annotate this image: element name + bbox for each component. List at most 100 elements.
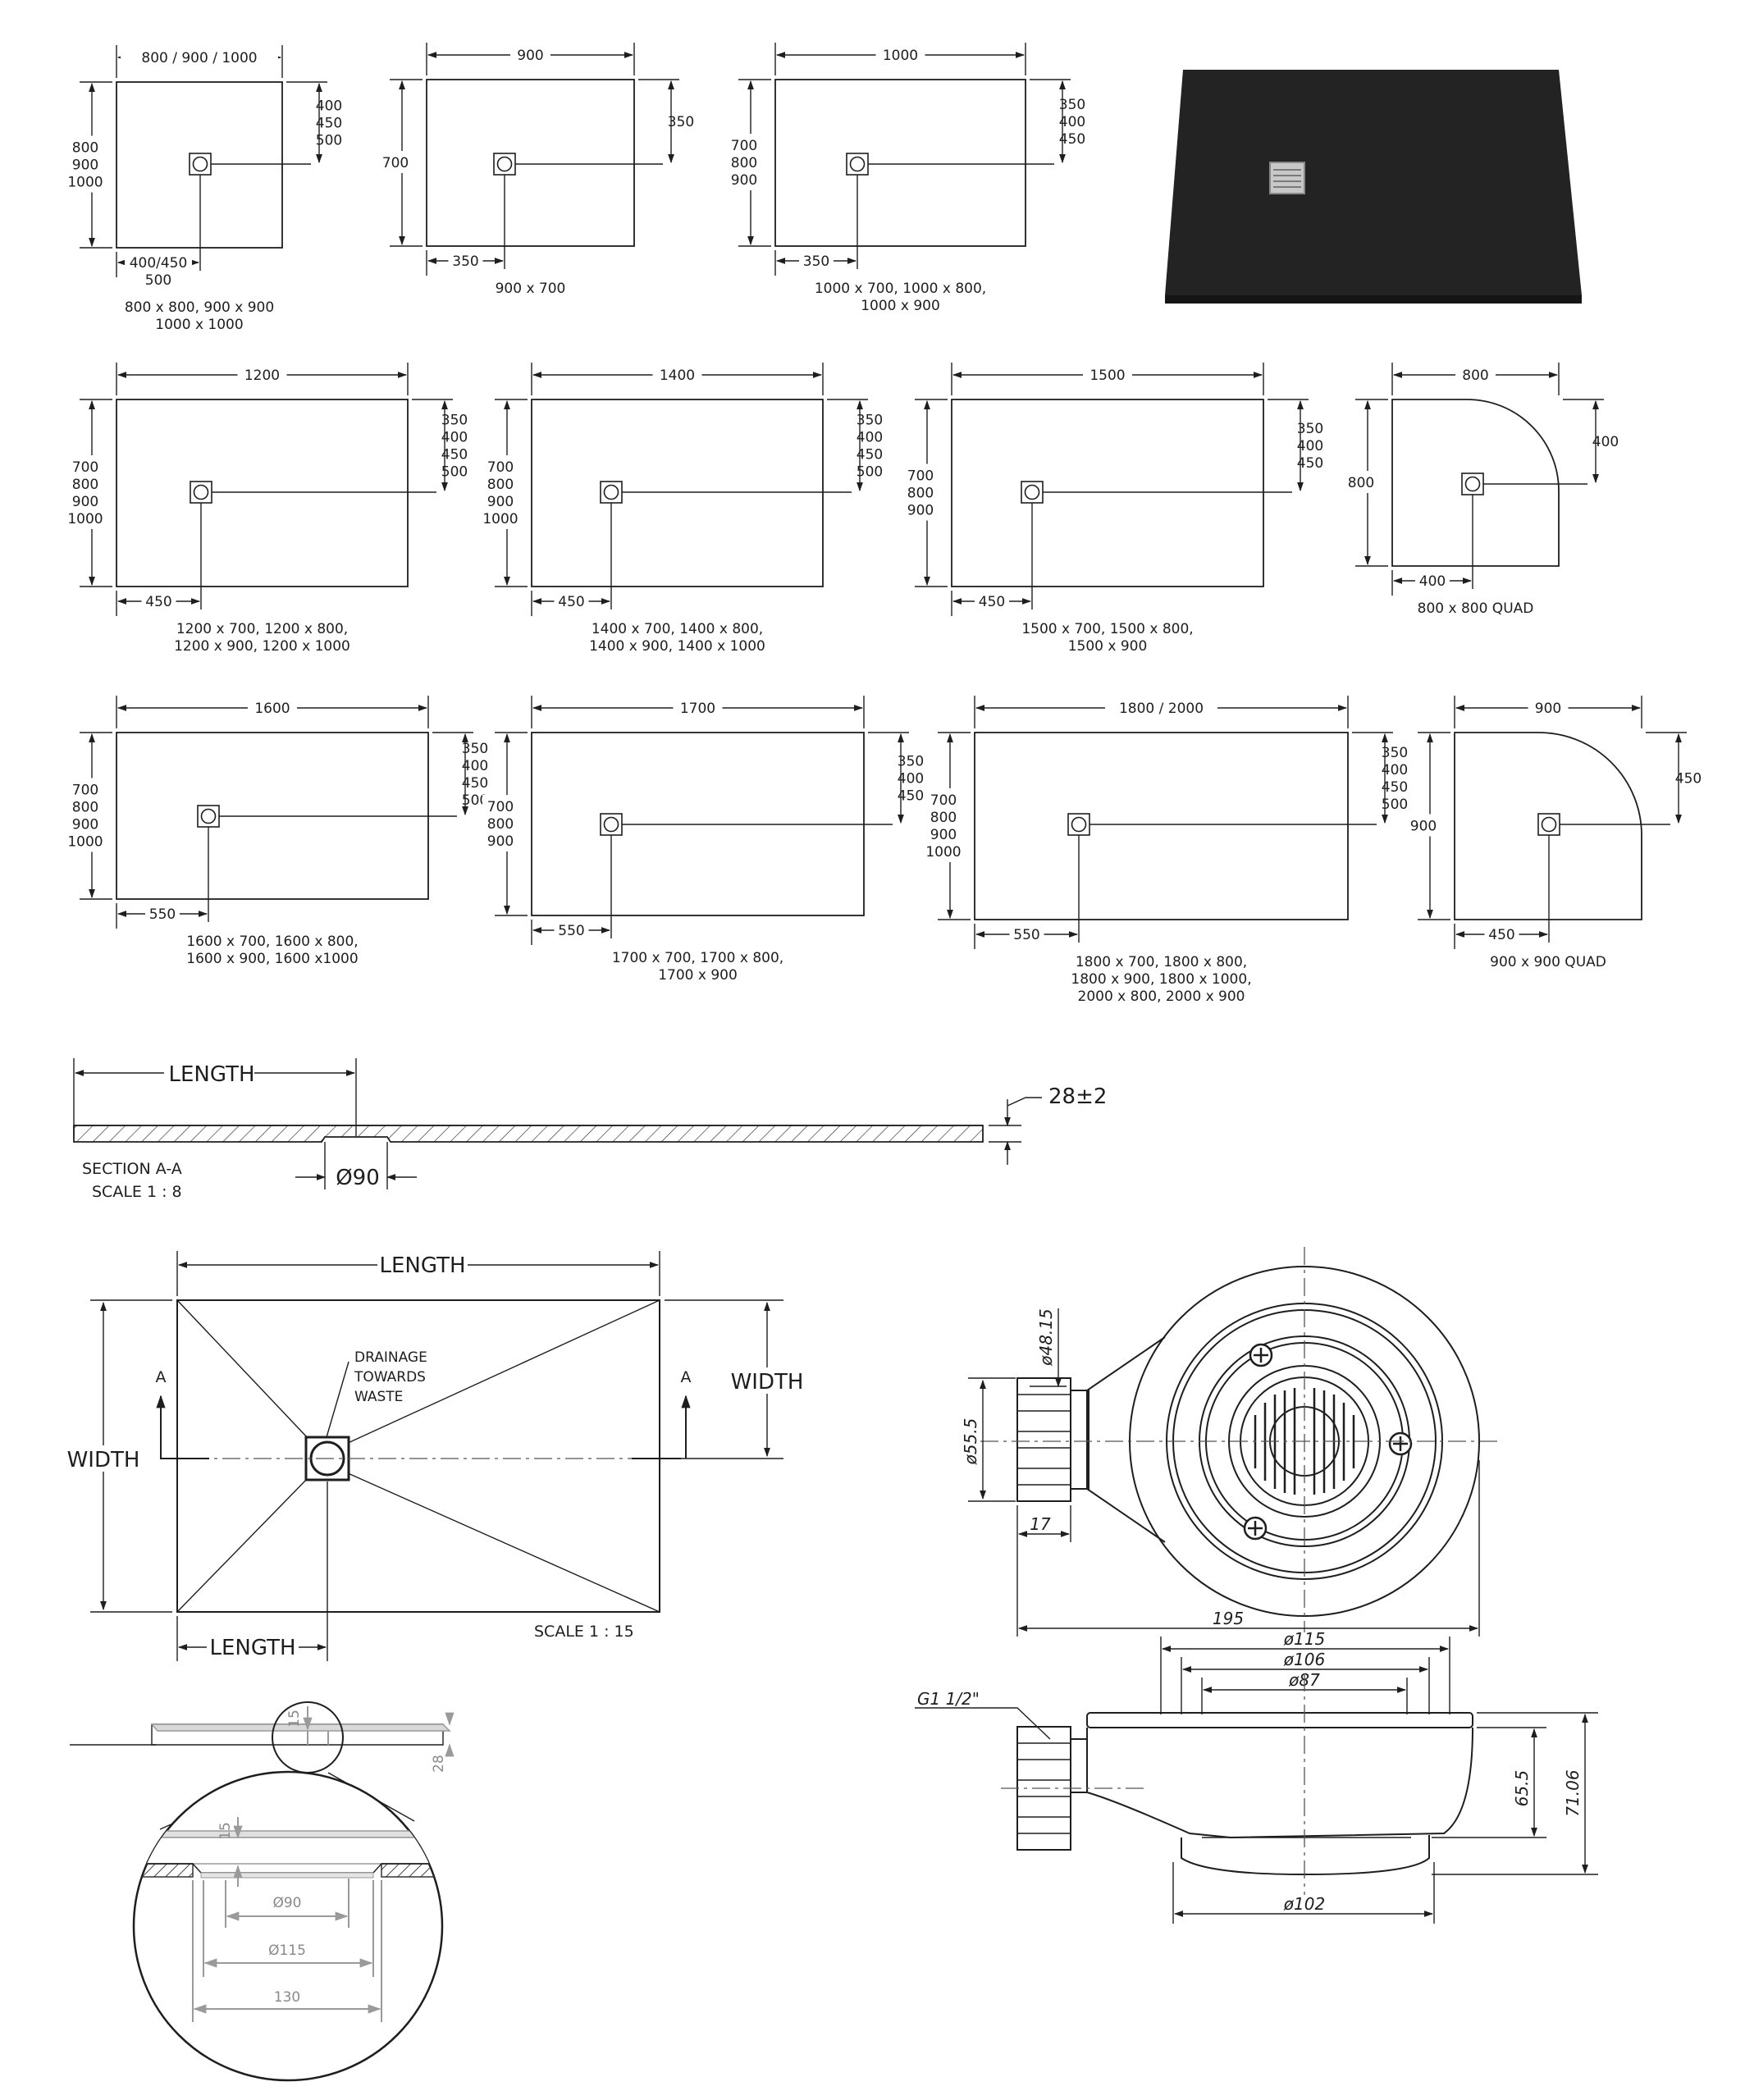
left-dimension: 800 (930, 810, 957, 826)
top-dimension: 1000 (883, 48, 918, 64)
plan-caption: 1400 x 900, 1400 x 1000 (589, 638, 765, 655)
height-65-label: 65.5 (1512, 1770, 1532, 1807)
tray-outline (116, 399, 409, 587)
left-dimension: 900 (1410, 819, 1437, 835)
right-dimension: 450 (857, 447, 883, 463)
left-dimension: 900 (907, 503, 934, 519)
left-dimension: 800 (72, 477, 98, 493)
height-71-label: 71.06 (1563, 1769, 1583, 1816)
outlet-diameter-label: ø48.15 (1036, 1308, 1056, 1367)
right-dimension: 450 (898, 788, 924, 805)
right-dimension: 400 (1592, 434, 1619, 450)
left-dimension: 1000 (925, 844, 961, 861)
section-scale: SCALE 1 : 8 (92, 1183, 182, 1201)
bottom-dimension: 550 (149, 906, 176, 923)
left-dimension: 1000 (67, 511, 103, 527)
right-dimension: 500 (857, 464, 883, 481)
tray-outline (974, 732, 1349, 920)
tray-outline (531, 399, 824, 587)
callout-depth-label: 15 (286, 1710, 303, 1728)
detail-d90-label: Ø90 (272, 1895, 301, 1911)
detail-depth-label: 15 (217, 1822, 234, 1840)
right-dimension: 400 (462, 758, 488, 774)
bottom-length-label: LENGTH (209, 1636, 295, 1660)
tray-outline (176, 1299, 660, 1613)
top-view: A A LENGTH WIDTH WIDTH LENGTH DRAINAGE T… (66, 1251, 807, 1661)
right-dimension: 400 (1382, 762, 1408, 778)
right-dimension: 450 (462, 775, 488, 792)
drain-detail: 15 28 15 Ø90 Ø115 130 (70, 1701, 455, 2082)
right-dimension: 400 (1297, 438, 1323, 454)
right-dimension: 350 (1297, 421, 1323, 437)
product-photo (1165, 70, 1582, 304)
waste-grate-photo (1269, 162, 1305, 194)
top-length-label: LENGTH (379, 1253, 465, 1278)
top-dimension: 900 (1535, 701, 1561, 717)
d115-label: ø115 (1283, 1629, 1325, 1649)
tray-outline (774, 79, 1026, 247)
plan-r1800: 1800 / 200070080090010003504004505005501… (925, 696, 1408, 1005)
drain-circle (496, 156, 513, 172)
right-dimension: 450 (1059, 131, 1085, 148)
drain-circle (603, 484, 619, 500)
left-dimension: 700 (72, 783, 98, 799)
section-marker-left: A (156, 1368, 167, 1386)
bottom-dimension: 400/450 (130, 255, 188, 272)
top-dimension: 1800 / 2000 (1119, 701, 1204, 717)
left-dimension: 900 (72, 494, 98, 510)
left-dimension: 900 (731, 172, 757, 189)
right-dimension: 500 (462, 792, 488, 809)
top-dimension: 1600 (254, 701, 290, 717)
left-dimension: 800 (487, 816, 514, 833)
right-dimension: 350 (462, 741, 488, 757)
top-dimension: 800 (1462, 368, 1488, 384)
left-dimension: 800 (731, 155, 757, 171)
left-dimension: 800 (72, 140, 98, 157)
trap-top-flange (1086, 1712, 1473, 1728)
plan-caption: 1700 x 700, 1700 x 800, (612, 950, 783, 966)
drain-circle (1541, 816, 1557, 833)
drainage-note-3: WASTE (354, 1389, 403, 1405)
bottom-dimension: 550 (558, 923, 584, 939)
left-dimension: 700 (382, 155, 409, 171)
right-dimension: 400 (316, 98, 342, 115)
plan-caption: 1800 x 700, 1800 x 800, (1076, 954, 1247, 970)
right-dimension: 400 (898, 771, 924, 788)
detail-130-label: 130 (274, 1989, 300, 2006)
plan-views: 800 / 900 / 10008009001000400450500400/4… (67, 43, 1702, 1005)
bottom-dimension: 500 (145, 272, 171, 289)
section-a-a: LENGTH 28±2 Ø90 SECTION A-A SCALE 1 : 8 (73, 1058, 1107, 1201)
right-dimension: 350 (441, 413, 468, 429)
bottom-dimension: 450 (145, 594, 171, 610)
right-dimension: 350 (1059, 97, 1085, 113)
thread-label: G1 1/2" (917, 1689, 980, 1709)
right-dimension: 500 (441, 464, 468, 481)
plan-caption: 1600 x 900, 1600 x1000 (186, 951, 358, 967)
left-dimension: 700 (930, 792, 957, 809)
drain-circle (849, 156, 866, 172)
overall-length-label: 195 (1213, 1609, 1244, 1628)
plan-caption: 1500 x 700, 1500 x 800, (1021, 621, 1193, 637)
left-dimension: 700 (487, 459, 514, 476)
bottom-dimension: 450 (1488, 927, 1514, 943)
left-dimension: 1000 (482, 511, 518, 527)
plan-caption: 1200 x 900, 1200 x 1000 (174, 638, 350, 655)
right-dimension: 400 (857, 430, 883, 446)
left-dimension: 800 (487, 477, 514, 493)
left-dimension: 700 (731, 138, 757, 154)
plan-caption: 1200 x 700, 1200 x 800, (176, 621, 348, 637)
plan-caption: 1000 x 900 (861, 298, 940, 314)
left-dimension: 800 (907, 486, 934, 502)
d106-label: ø106 (1283, 1650, 1325, 1669)
tray-edge (1165, 295, 1582, 304)
right-dimension: 500 (1382, 797, 1408, 813)
left-dimension: 1000 (67, 175, 103, 191)
plan-caption: 1000 x 1000 (155, 317, 243, 333)
nut-diameter-label: ø55.5 (961, 1418, 980, 1466)
drain-circle (1071, 816, 1087, 833)
left-width-label: WIDTH (67, 1448, 140, 1472)
